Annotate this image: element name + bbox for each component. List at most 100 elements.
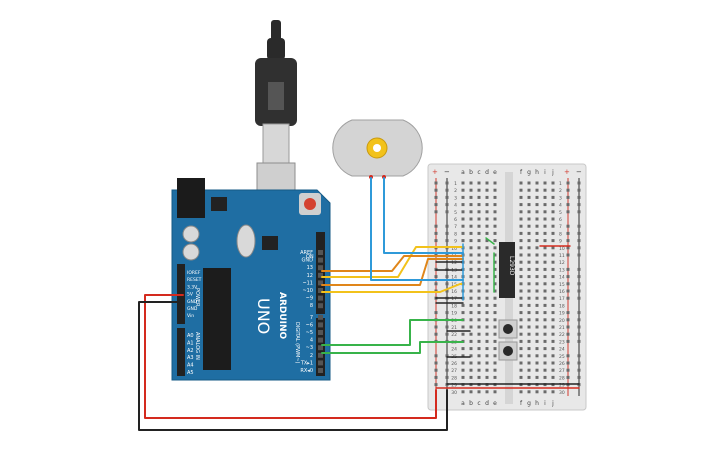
rail-hole[interactable]: [566, 339, 570, 343]
breadboard-hole[interactable]: [543, 282, 547, 286]
rail-hole[interactable]: [445, 210, 449, 214]
breadboard-hole[interactable]: [527, 296, 531, 300]
breadboard-hole[interactable]: [485, 253, 489, 257]
breadboard-hole[interactable]: [527, 354, 531, 358]
breadboard-hole[interactable]: [485, 325, 489, 329]
breadboard-hole[interactable]: [461, 303, 465, 307]
rail-hole[interactable]: [566, 239, 570, 243]
rail-hole[interactable]: [566, 224, 570, 228]
rail-hole[interactable]: [566, 311, 570, 315]
breadboard-hole[interactable]: [477, 303, 481, 307]
breadboard-hole[interactable]: [527, 375, 531, 379]
rail-hole[interactable]: [566, 296, 570, 300]
rail-hole[interactable]: [577, 239, 581, 243]
breadboard-hole[interactable]: [493, 303, 497, 307]
rail-hole[interactable]: [445, 188, 449, 192]
breadboard-hole[interactable]: [535, 289, 539, 293]
breadboard-hole[interactable]: [535, 390, 539, 394]
breadboard-hole[interactable]: [477, 361, 481, 365]
breadboard-hole[interactable]: [485, 289, 489, 293]
breadboard-hole[interactable]: [551, 217, 555, 221]
header-pin[interactable]: [318, 272, 323, 278]
breadboard-hole[interactable]: [485, 203, 489, 207]
breadboard-hole[interactable]: [551, 347, 555, 351]
breadboard-hole[interactable]: [519, 296, 523, 300]
rail-hole[interactable]: [445, 239, 449, 243]
breadboard-hole[interactable]: [535, 325, 539, 329]
breadboard-hole[interactable]: [485, 239, 489, 243]
rail-hole[interactable]: [445, 203, 449, 207]
pushbutton-2[interactable]: [498, 341, 518, 361]
rail-hole[interactable]: [566, 231, 570, 235]
breadboard-hole[interactable]: [461, 203, 465, 207]
breadboard-hole[interactable]: [535, 339, 539, 343]
breadboard-hole[interactable]: [527, 224, 531, 228]
header-pin[interactable]: [318, 314, 323, 320]
breadboard-hole[interactable]: [543, 195, 547, 199]
rail-hole[interactable]: [445, 289, 449, 293]
breadboard-hole[interactable]: [527, 217, 531, 221]
breadboard-hole[interactable]: [519, 181, 523, 185]
breadboard-hole[interactable]: [477, 347, 481, 351]
breadboard-hole[interactable]: [535, 195, 539, 199]
breadboard-hole[interactable]: [543, 375, 547, 379]
breadboard-hole[interactable]: [519, 303, 523, 307]
breadboard-hole[interactable]: [535, 361, 539, 365]
breadboard-hole[interactable]: [477, 332, 481, 336]
rail-hole[interactable]: [577, 195, 581, 199]
breadboard-hole[interactable]: [477, 275, 481, 279]
breadboard-hole[interactable]: [535, 347, 539, 351]
breadboard-hole[interactable]: [519, 318, 523, 322]
header-pin[interactable]: [318, 257, 323, 263]
breadboard-hole[interactable]: [551, 311, 555, 315]
breadboard-hole[interactable]: [543, 188, 547, 192]
breadboard-hole[interactable]: [493, 296, 497, 300]
breadboard-hole[interactable]: [527, 275, 531, 279]
breadboard-hole[interactable]: [527, 188, 531, 192]
breadboard-hole[interactable]: [493, 203, 497, 207]
breadboard-hole[interactable]: [519, 224, 523, 228]
breadboard-hole[interactable]: [469, 332, 473, 336]
breadboard-hole[interactable]: [477, 311, 481, 315]
breadboard-hole[interactable]: [535, 188, 539, 192]
breadboard-hole[interactable]: [477, 195, 481, 199]
breadboard-hole[interactable]: [493, 275, 497, 279]
rail-hole[interactable]: [445, 375, 449, 379]
breadboard-hole[interactable]: [477, 390, 481, 394]
breadboard-hole[interactable]: [535, 282, 539, 286]
breadboard-hole[interactable]: [477, 375, 481, 379]
breadboard-hole[interactable]: [543, 354, 547, 358]
breadboard-hole[interactable]: [469, 260, 473, 264]
rail-hole[interactable]: [577, 210, 581, 214]
breadboard-hole[interactable]: [477, 282, 481, 286]
header-pin[interactable]: [318, 250, 323, 255]
rail-hole[interactable]: [566, 318, 570, 322]
breadboard-hole[interactable]: [527, 181, 531, 185]
rail-hole[interactable]: [434, 275, 438, 279]
breadboard-hole[interactable]: [527, 325, 531, 329]
breadboard-hole[interactable]: [469, 231, 473, 235]
rail-hole[interactable]: [577, 188, 581, 192]
rail-hole[interactable]: [434, 368, 438, 372]
breadboard-hole[interactable]: [543, 289, 547, 293]
breadboard-hole[interactable]: [493, 246, 497, 250]
breadboard-hole[interactable]: [477, 224, 481, 228]
breadboard-hole[interactable]: [519, 203, 523, 207]
breadboard-hole[interactable]: [461, 311, 465, 315]
breadboard-hole[interactable]: [535, 375, 539, 379]
breadboard-hole[interactable]: [551, 339, 555, 343]
breadboard-hole[interactable]: [551, 246, 555, 250]
breadboard-hole[interactable]: [535, 239, 539, 243]
rail-hole[interactable]: [434, 282, 438, 286]
rail-hole[interactable]: [566, 375, 570, 379]
rail-hole[interactable]: [577, 368, 581, 372]
breadboard-hole[interactable]: [519, 260, 523, 264]
breadboard-hole[interactable]: [469, 203, 473, 207]
rail-hole[interactable]: [577, 296, 581, 300]
breadboard-hole[interactable]: [461, 224, 465, 228]
breadboard-hole[interactable]: [493, 217, 497, 221]
breadboard-hole[interactable]: [551, 325, 555, 329]
breadboard-hole[interactable]: [493, 289, 497, 293]
breadboard-hole[interactable]: [551, 289, 555, 293]
rail-hole[interactable]: [577, 224, 581, 228]
